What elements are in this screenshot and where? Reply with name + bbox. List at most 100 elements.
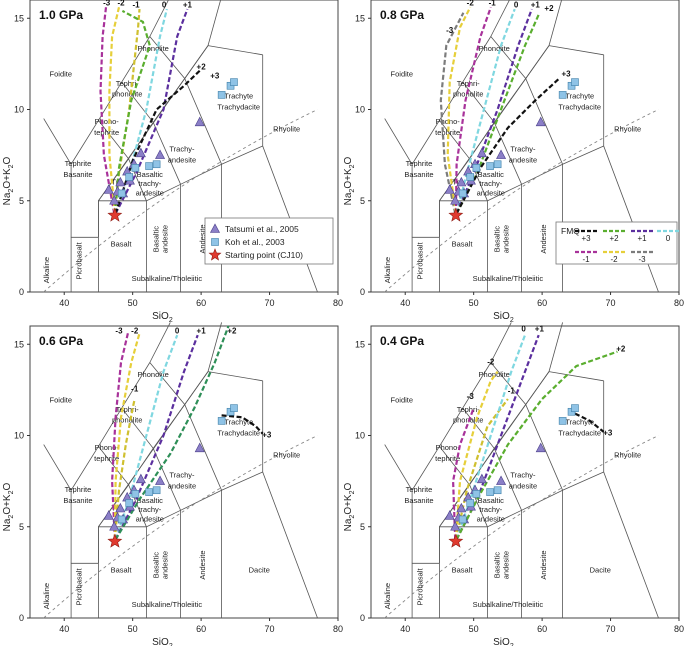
y-tick-label: 0: [360, 613, 365, 623]
y-axis-label-part: O: [2, 482, 13, 490]
field-boundary: [548, 0, 563, 46]
field-label: Subalkaline/Tholeiitic: [132, 600, 203, 609]
field-label: Tephrite: [406, 485, 433, 494]
koh-marker: [493, 486, 502, 495]
field-label-vertical: Basaltic: [493, 552, 502, 579]
y-tick-label: 10: [14, 105, 24, 115]
field-label: Basanite: [63, 496, 92, 505]
field-label: Rhyolite: [614, 450, 641, 459]
y-tick-label: 0: [19, 613, 24, 623]
y-axis-label-part: O: [343, 156, 354, 164]
field-boundary: [411, 36, 492, 238]
y-tick-label: 0: [19, 287, 24, 297]
y-tick-label: 10: [14, 431, 24, 441]
field-label: Trachydacite: [217, 429, 260, 438]
field-boundary: [98, 371, 209, 564]
y-axis-label-part: Na: [2, 192, 13, 205]
field-label: Phonolite: [479, 44, 510, 53]
panel-title: 0.8 GPa: [380, 8, 424, 22]
field-boundary: [384, 444, 413, 491]
fmq-series-line: [113, 398, 136, 540]
fmq-series-label: -1: [508, 387, 516, 396]
x-axis-label: SiO2: [152, 311, 173, 324]
field-label-vertical: andesite: [502, 225, 511, 253]
fmq-series-label: -3: [103, 0, 111, 7]
field-boundary: [439, 145, 604, 202]
field-label: trachy-: [479, 505, 502, 514]
fmq-series-label: -2: [487, 357, 495, 366]
field-boundary: [207, 45, 263, 56]
field-boundary: [462, 81, 522, 185]
koh-marker: [486, 162, 494, 170]
field-label: trachy-: [138, 179, 161, 188]
field-label: Tephri-: [116, 79, 139, 88]
field-label-vertical: Andesite: [198, 550, 207, 579]
field-boundary: [490, 362, 563, 491]
koh-marker: [571, 404, 579, 412]
x-tick-label: 50: [128, 298, 138, 308]
field-label: trachy-: [479, 179, 502, 188]
alkaline-divider-line: [384, 435, 659, 619]
field-label: Trachy-: [169, 470, 195, 479]
field-label: Phonolite: [138, 370, 169, 379]
x-axis-label-main: SiO: [152, 311, 169, 322]
fmq-series-line: [455, 8, 533, 214]
x-tick-label: 80: [674, 624, 684, 634]
fmq-series-label: -2: [117, 0, 125, 7]
tatsumi-marker: [476, 473, 487, 484]
field-label: Foidite: [391, 396, 414, 405]
alkaline-divider-line: [384, 109, 659, 293]
x-axis-label-sub: 2: [510, 317, 514, 324]
x-tick-label: 40: [59, 298, 69, 308]
y-tick-label: 15: [14, 13, 24, 23]
fmq-series-label: 0: [175, 326, 180, 335]
marker-legend-label: Tatsumi et al., 2005: [225, 224, 299, 234]
fmq-legend-label: -1: [582, 255, 590, 264]
fmq-series-label: 0: [162, 0, 167, 9]
field-boundary: [98, 120, 147, 201]
field-label: tephrite: [435, 454, 460, 463]
tatsumi-marker: [103, 184, 114, 194]
fmq-series-line: [114, 334, 179, 540]
field-label: andesite: [168, 155, 196, 164]
fmq-series-label: +3: [603, 429, 613, 438]
koh-marker: [125, 173, 134, 181]
field-label: Trachyte: [565, 92, 594, 101]
fmq-series-line: [454, 370, 499, 540]
y-axis-label-part: O+K: [343, 494, 354, 515]
field-label-vertical: andesite: [502, 551, 511, 579]
field-boundary: [43, 444, 72, 491]
fmq-legend-label: -3: [638, 255, 646, 264]
x-tick-label: 80: [674, 298, 684, 308]
fmq-series-label: +2: [227, 326, 237, 335]
alkaline-divider-line: [43, 109, 318, 293]
field-label: Basaltic: [478, 170, 505, 179]
field-label: andesite: [136, 188, 164, 197]
field-label: trachy-: [138, 505, 161, 514]
tatsumi-marker: [155, 149, 166, 159]
tas-panel: FoiditeTephri-phonolitePhonolitePhono-te…: [2, 322, 343, 646]
field-label-vertical: Picrobasalt: [74, 242, 83, 280]
x-tick-label: 70: [265, 624, 275, 634]
field-label: Subalkaline/Tholeiitic: [132, 274, 203, 283]
field-label: Trachy-: [510, 144, 536, 153]
field-label: andesite: [477, 514, 505, 523]
tas-panel: FoiditeTephri-phonolitePhonolitePhono-te…: [343, 0, 684, 324]
y-tick-label: 0: [360, 287, 365, 297]
field-label: Tephrite: [65, 159, 92, 168]
y-tick-label: 10: [355, 105, 365, 115]
fmq-series-line: [113, 333, 141, 540]
koh-marker: [466, 173, 475, 181]
field-boundary: [207, 0, 222, 46]
fmq-series-label: -1: [131, 385, 139, 394]
fmq-series-label: -3: [115, 326, 123, 335]
x-axis-label-sub: 2: [169, 643, 173, 646]
koh-marker: [131, 164, 140, 172]
fmq-series-label: +3: [562, 70, 572, 79]
koh-marker: [486, 488, 494, 496]
y-axis-label: Na2O+K2O: [343, 156, 356, 205]
koh-marker: [152, 160, 161, 169]
field-boundary: [490, 36, 563, 165]
